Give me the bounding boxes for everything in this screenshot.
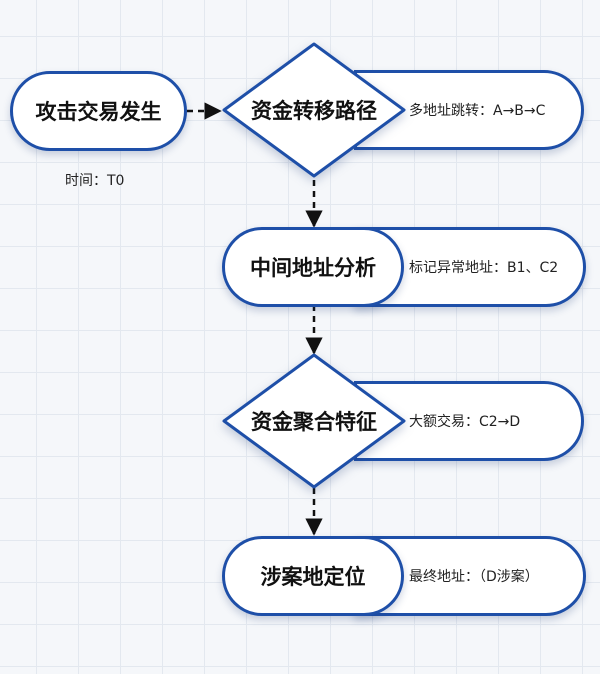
start-node-label: 攻击交易发生 bbox=[35, 100, 162, 124]
address-analysis-node: 中间地址分析 bbox=[222, 227, 404, 307]
aggregation-label: 资金聚合特征 bbox=[251, 410, 377, 434]
aggregation-detail-box: 大额交易：C2→D bbox=[354, 381, 584, 461]
aggregation-label-wrap: 资金聚合特征 bbox=[222, 353, 406, 489]
location-label: 涉案地定位 bbox=[260, 565, 366, 589]
address-analysis-label: 中间地址分析 bbox=[250, 256, 376, 280]
aggregation-diamond bbox=[222, 353, 406, 489]
start-time-note: 时间：T0 bbox=[65, 173, 125, 189]
address-analysis-detail: 标记异常地址：B1、C2 bbox=[409, 260, 559, 276]
transfer-path-label-wrap: 资金转移路径 bbox=[222, 42, 406, 178]
location-node: 涉案地定位 bbox=[222, 536, 404, 616]
transfer-path-label: 资金转移路径 bbox=[251, 99, 377, 123]
transfer-path-detail: 多地址跳转：A→B→C bbox=[409, 103, 546, 119]
start-node: 攻击交易发生 bbox=[10, 71, 187, 151]
location-detail: 最终地址：（D涉案） bbox=[409, 569, 539, 585]
transfer-path-diamond bbox=[222, 42, 406, 178]
aggregation-detail: 大额交易：C2→D bbox=[409, 414, 521, 430]
